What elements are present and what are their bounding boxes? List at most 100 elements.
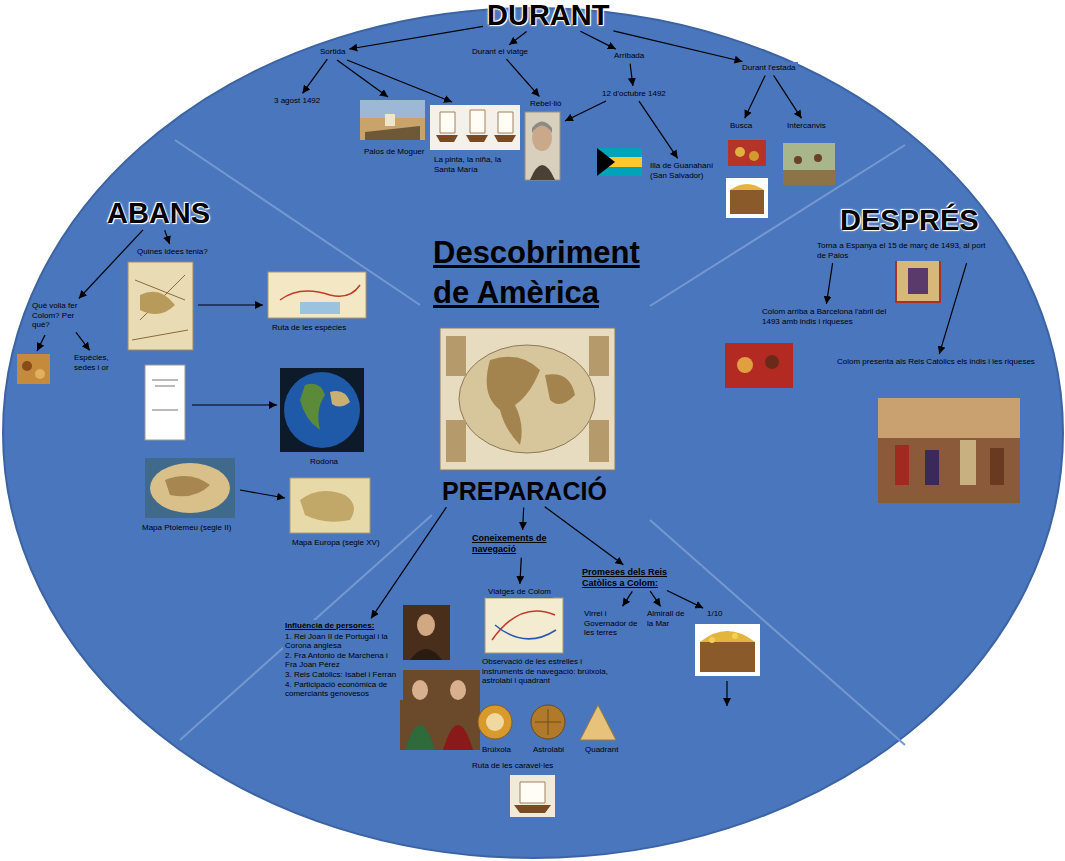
illustration-shape [22,361,32,371]
text-label: Mapa Ptolemeu (segle II) [140,522,236,534]
arrow-connector [826,263,832,304]
illustration-shape [192,404,277,405]
treasure-chest-small [726,178,768,218]
node-text: Intercanvis [787,121,826,131]
arrow-connector [79,230,143,299]
illustration-shape [446,336,466,376]
illustration-shape [300,302,340,314]
node-text: Astrolabi [533,745,564,755]
illustration-shape [430,105,520,150]
text-label: 1/10 [705,608,725,620]
illustration-shape [700,631,755,642]
node-text: Busca [730,121,752,131]
illustration-shape [284,372,360,448]
illustration-shape [268,272,366,318]
section-heading: DURANT [485,0,611,30]
court-painting [878,398,1020,503]
node-text: Ruta de les espècies [272,323,346,333]
node-text: Palos de Moguer [364,147,424,157]
illustration-shape [765,355,779,369]
illustration-shape [814,154,822,162]
node-text: Mapa Europa (segle XV) [292,538,382,548]
portolan-map [128,262,193,350]
illustration-shape [487,357,540,445]
manuscript-picture [896,258,940,302]
node-text: Quadrant [585,745,618,755]
illustration-shape [530,165,555,180]
illustration-shape [400,670,480,750]
node-text: Rebel·lió [530,99,562,109]
illustration-shape [459,345,595,453]
text-label: Virrei i Governador de les terres [582,608,641,639]
illustration-shape [280,368,364,452]
gold-picture [728,140,766,166]
illustration-shape [405,725,435,750]
list-item: 4. Participació econòmica de comerciants… [285,680,401,699]
illustration-shape [525,112,560,180]
illustration-shape [446,420,466,462]
arrow-connector [667,591,703,609]
illustration-shape [152,380,178,410]
illustration-shape [337,60,388,97]
illustration-shape [732,633,738,639]
illustration-shape [695,624,760,676]
arrow-connector [520,558,521,584]
text-label: Promeses dels Reis Catòlics a Colom: [580,566,702,590]
book-cover [145,365,185,440]
text-label: Colom presenta als Reis Catòlics els ind… [835,356,1039,368]
columbus-portrait [525,112,560,180]
node-text: Coneixements de navegació [472,533,572,555]
illustration-shape [37,335,45,351]
illustration-shape [347,60,452,102]
illustration-shape [365,126,420,140]
illustration-shape [478,705,512,739]
text-label: La pinta, la niña, la Santa María [432,154,518,175]
illustration-shape [300,384,325,430]
instruments [478,705,616,740]
list-item: 3. Reis Catòlics: Isabel i Ferran [285,670,401,680]
illustration-shape [726,178,768,218]
node-text: Rodona [310,457,338,467]
illustration-shape [132,275,188,340]
arrow-connector [650,591,660,606]
caravel [510,775,555,817]
sector-lines [175,140,905,745]
illustration-shape [520,782,545,803]
three-ships [430,105,520,150]
globe [280,368,364,452]
illustration-shape [440,110,513,133]
text-label: Durant el viatge [470,46,530,58]
illustration-shape [180,515,432,740]
text-label: Durant l'estada [740,62,798,74]
illustration-shape [17,354,50,384]
illustration-shape [300,491,354,522]
illustration-shape [589,336,609,376]
arrow-connector [774,75,802,118]
node-text: 3 agost 1492 [274,96,320,106]
illustration-shape [730,184,764,190]
arrow-connector [639,101,678,158]
text-label: Què volia fer Colom? Per què? [30,300,96,331]
node-text: DESPRÉS [840,205,979,235]
arrow-connector [613,31,742,62]
illustration-shape [730,190,764,214]
text-label: Torna a Espanya el 15 de març de 1493, a… [815,240,994,261]
illustration-shape [735,147,745,157]
text-label: Ruta de les espècies [270,322,348,334]
text-label: 3 agost 1492 [272,95,322,107]
text-label: Viatges de Colom [486,586,553,598]
illustration-shape [290,478,370,533]
illustration-shape [700,642,755,672]
illustration-shape [436,135,516,142]
arrow-connector [939,263,966,354]
illustration-shape [737,357,753,373]
illustration-shape [412,680,428,700]
illustration-shape [35,369,45,379]
node-text: Espècies, sedes i or [74,353,124,372]
text-label: Arribada [612,50,646,62]
arrow-connector [371,507,446,618]
ptolemy-map [145,458,235,518]
palos-painting [360,100,425,140]
arrow-connector [580,31,615,49]
